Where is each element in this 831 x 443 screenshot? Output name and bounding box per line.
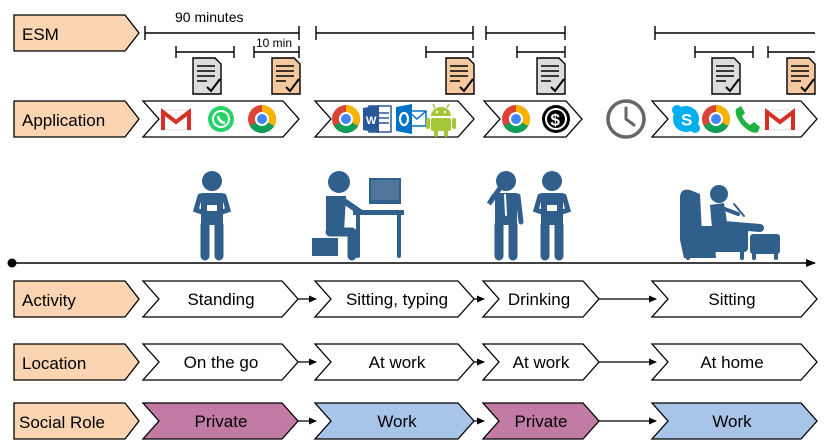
location-label: At work — [369, 353, 426, 372]
phone-icon — [735, 106, 760, 133]
long-interval-label: 90 minutes — [175, 9, 243, 25]
standing-person-icon — [192, 171, 232, 261]
activity-label: Sitting, typing — [346, 290, 448, 309]
outlook-icon — [396, 104, 427, 134]
social-role-label: Private — [195, 412, 248, 431]
orange-survey-icon — [271, 57, 301, 95]
row-label-esm: ESM — [13, 14, 140, 52]
gray-survey-icon — [536, 57, 566, 95]
social-role-row: Private Work Private Work — [141, 402, 818, 440]
activity-row: Standing Sitting, typing Drinking Sittin… — [141, 280, 818, 318]
activity-label: Standing — [187, 290, 254, 309]
activity-label: Sitting — [708, 290, 755, 309]
gmail-icon — [765, 107, 795, 131]
row-label-location: Location — [13, 343, 140, 381]
desk-worker-icon — [312, 171, 404, 261]
row-label-social-role-text: Social Role — [19, 413, 105, 432]
row-label-esm-text: ESM — [22, 25, 59, 44]
drinking-people-icon — [486, 171, 572, 261]
word-icon: W — [363, 105, 392, 133]
gray-survey-icon — [711, 57, 741, 95]
row-label-application-text: Application — [22, 111, 105, 130]
chrome-icon — [502, 105, 530, 133]
activity-label: Drinking — [508, 290, 570, 309]
social-role-label: Private — [515, 412, 568, 431]
row-label-activity: Activity — [13, 280, 140, 318]
chrome-icon — [332, 105, 360, 133]
chrome-icon — [248, 105, 276, 133]
gmail-icon — [161, 107, 191, 131]
social-role-label: Work — [377, 412, 417, 431]
short-interval-label: 10 min — [256, 36, 292, 50]
orange-survey-icon — [786, 57, 816, 95]
location-label: At home — [700, 353, 763, 372]
social-role-label: Work — [712, 412, 752, 431]
android-icon — [426, 103, 456, 137]
location-label: At work — [513, 353, 570, 372]
esm-intervals — [144, 26, 815, 58]
location-label: On the go — [184, 353, 259, 372]
dollar-icon: $ — [542, 105, 570, 133]
clock-icon — [606, 99, 646, 139]
location-row: On the go At work At work At home — [141, 343, 818, 381]
svg-text:W: W — [366, 115, 377, 127]
row-label-location-text: Location — [22, 354, 86, 373]
chrome-icon — [702, 105, 730, 133]
svg-text:S: S — [681, 111, 692, 130]
svg-text:$: $ — [551, 111, 561, 130]
armchair-person-icon — [680, 185, 780, 260]
orange-survey-icon — [445, 57, 475, 95]
row-label-application: Application — [13, 100, 140, 138]
whatsapp-icon — [208, 106, 234, 132]
gray-survey-icon — [192, 57, 222, 95]
row-label-activity-text: Activity — [22, 291, 76, 310]
row-label-social-role: Social Role — [13, 402, 140, 440]
timeline — [7, 258, 816, 268]
skype-icon: S — [672, 105, 700, 133]
